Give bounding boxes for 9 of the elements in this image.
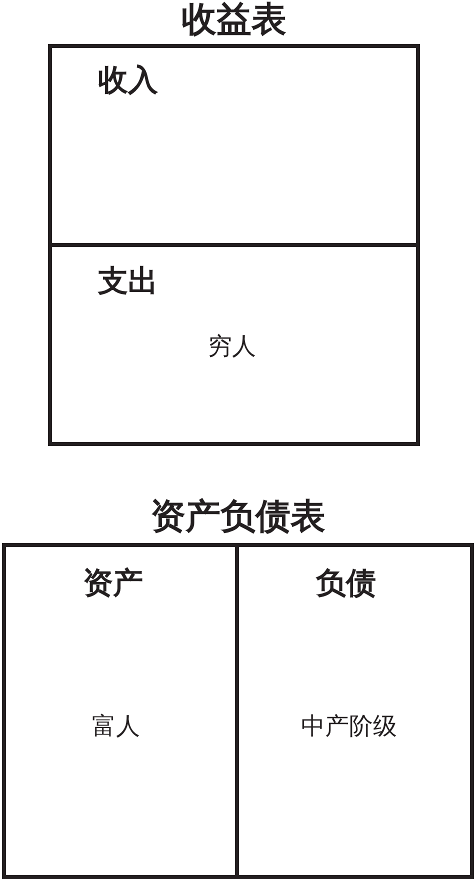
table-title: 资产负债表 (150, 496, 326, 539)
section-note: 穷人 (208, 332, 256, 360)
table-title: 收益表 (182, 0, 286, 42)
section-heading: 收入 (98, 63, 158, 99)
section-heading: 资产 (83, 566, 143, 602)
section-heading: 支出 (98, 264, 158, 300)
section-note: 中产阶级 (301, 712, 397, 740)
section-note: 富人 (92, 712, 140, 740)
section-heading: 负债 (316, 566, 376, 602)
